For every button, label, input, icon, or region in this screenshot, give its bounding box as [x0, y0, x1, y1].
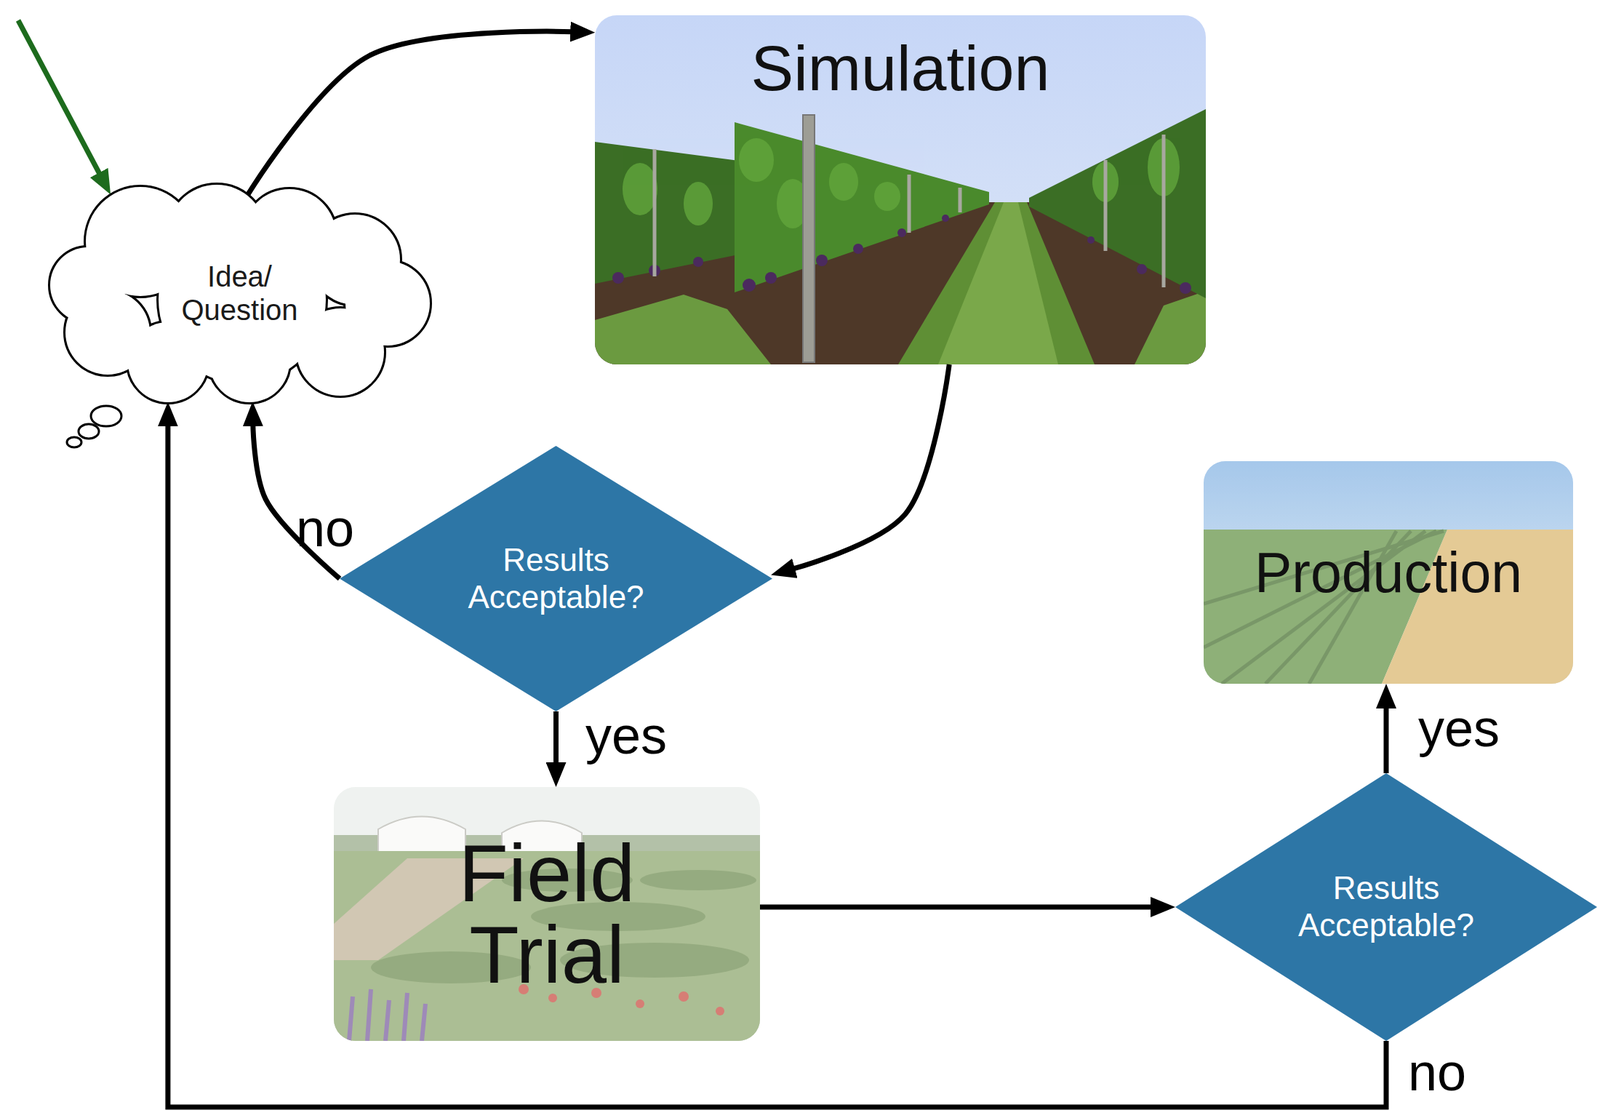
diamond-fill: [339, 445, 773, 712]
edge-label: no: [1408, 1045, 1467, 1099]
field-trial-box: Field Trial: [333, 786, 760, 1041]
illustration-part: [829, 162, 859, 201]
illustration-part: [612, 272, 624, 284]
flow-arrow: [253, 423, 340, 579]
edge-label: yes: [1418, 701, 1500, 755]
cloud-fill: [50, 184, 430, 403]
simulation-box: Simulation: [594, 15, 1206, 365]
illustration-part: [802, 114, 815, 363]
illustration-part: [1179, 282, 1192, 294]
node-text: Simulation: [751, 31, 1051, 105]
edge-label: yes: [585, 709, 667, 762]
illustration-part: [1029, 109, 1206, 299]
illustration-part: [1136, 264, 1147, 275]
illustration-part: [738, 138, 774, 182]
cloud-lobe: [50, 247, 126, 323]
text-group: Simulation: [751, 31, 1051, 105]
illustration-part: [1134, 290, 1206, 365]
illustration-part: [816, 254, 828, 267]
illustration-part: [898, 202, 1095, 365]
thought-bubbles: [66, 405, 122, 448]
cloud-outline: [50, 184, 430, 403]
flow-arrow: [247, 31, 574, 195]
cloud-shape: [45, 183, 434, 403]
text-group: Idea/ Question: [167, 259, 313, 327]
flow-arrow: [792, 364, 950, 569]
field-trial-photo: [333, 786, 760, 1041]
illustration-part: [938, 202, 1059, 365]
illustration-part: [1087, 236, 1095, 244]
vineyard-illustration: [594, 15, 1206, 365]
illustration-part: [1104, 160, 1108, 251]
cloud-lobe: [158, 216, 326, 384]
node-text: Idea/ Question: [167, 259, 313, 327]
diamond-fill: [1175, 773, 1598, 1041]
illustration-part: [1203, 461, 1574, 684]
illustration-part: [683, 181, 713, 226]
text-group: Field Trial: [423, 832, 671, 996]
illustration-part: [90, 405, 122, 427]
illustration-part: [742, 278, 756, 292]
illustration-part: [1203, 461, 1574, 684]
production-photo: [1203, 461, 1574, 684]
illustration-part: [622, 138, 1180, 229]
illustration-part: [594, 15, 1206, 365]
node-text: Field Trial: [423, 832, 671, 996]
illustration-part: [897, 228, 907, 238]
node-text: Results Acceptable?: [461, 541, 651, 616]
illustration-part: [958, 187, 963, 213]
illustration-part: [874, 181, 901, 211]
flow-arrow: [1384, 705, 1390, 774]
illustration-part: [594, 294, 771, 365]
text-group: Production: [1254, 540, 1523, 606]
decision-diamond: Results Acceptable?: [339, 445, 773, 712]
illustration-part: [653, 149, 657, 277]
text-group: Results Acceptable?: [1291, 869, 1481, 944]
flow-arrow: [760, 904, 1154, 910]
illustration-part: [734, 122, 990, 293]
cloud-lobe: [158, 216, 326, 384]
text-group: Results Acceptable?: [461, 541, 651, 616]
illustration-part: [654, 134, 1164, 288]
production-box: Production: [1203, 461, 1574, 684]
illustration-part: [1162, 134, 1166, 288]
illustration-part: [941, 214, 950, 222]
decision-diamond: Results Acceptable?: [1175, 773, 1598, 1041]
illustration-part: [693, 256, 704, 267]
node-text: Results Acceptable?: [1291, 869, 1481, 944]
illustration-part: [907, 174, 912, 233]
illustration-part: [622, 162, 658, 216]
cloud-lobe: [50, 247, 126, 323]
illustration-part: [66, 437, 82, 448]
illustration-part: [853, 243, 864, 254]
flow-arrow: [553, 711, 559, 766]
illustration-part: [765, 272, 777, 284]
idea-cloud: Idea/ Question: [45, 183, 434, 403]
start-arrow: [18, 20, 101, 176]
illustration-part: [18, 20, 101, 176]
illustration-part: [78, 424, 99, 439]
illustration-part: [333, 786, 760, 1041]
node-text: Production: [1254, 540, 1523, 606]
flow-arrow: [168, 423, 1387, 1107]
illustration-part: [333, 786, 760, 1041]
edge-label: no: [296, 501, 355, 555]
